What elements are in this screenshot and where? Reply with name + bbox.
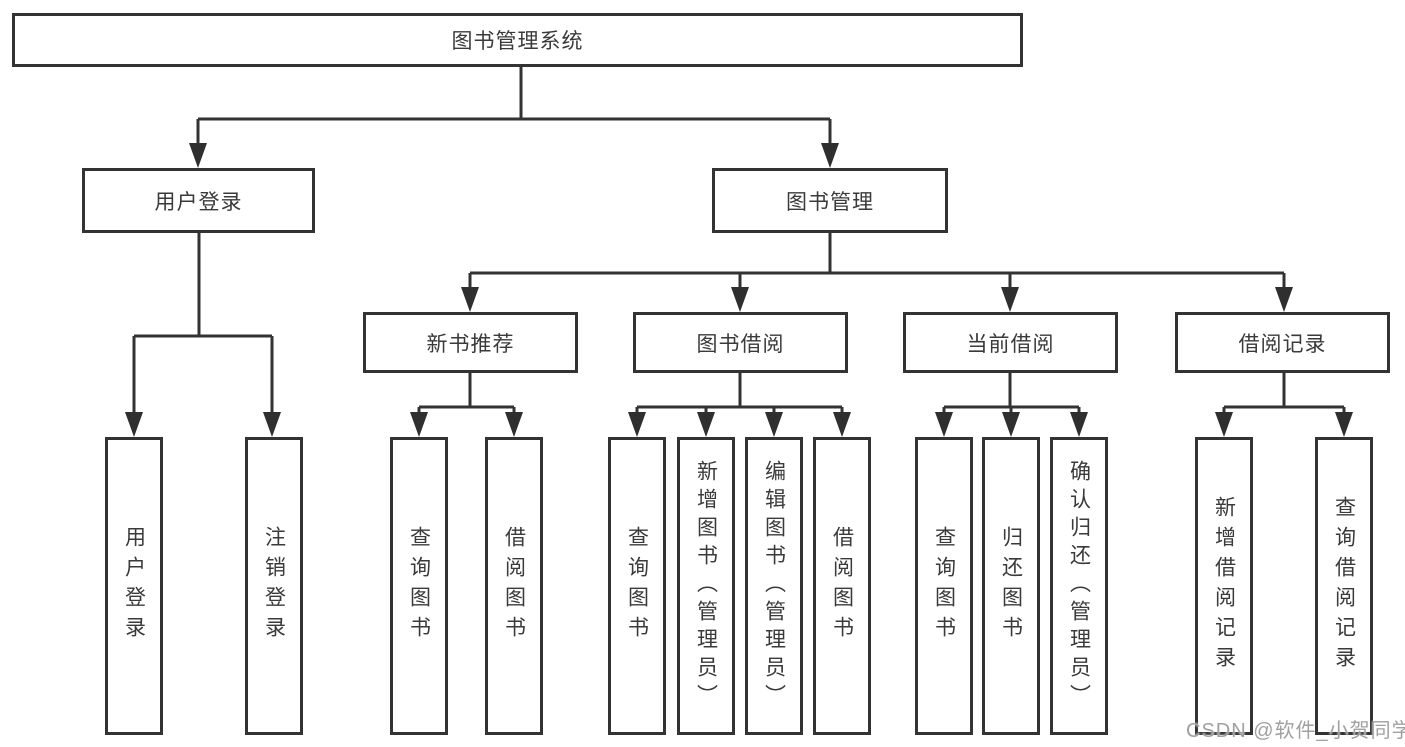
edge-root: [196, 67, 832, 144]
edge-user-login: [132, 233, 274, 413]
leaf-edit-book-admin-label: 编辑图书（管理员）: [762, 460, 786, 712]
arrowhead: [1070, 412, 1088, 437]
edge-current-borrow: [942, 373, 1081, 413]
leaf-recommend-borrow-books-label: 借阅图书: [502, 526, 526, 646]
edge-book-management: [468, 233, 1286, 288]
node-book-management-label: 图书管理: [786, 190, 874, 214]
arrowhead: [125, 412, 143, 437]
leaf-user-login-label: 用户登录: [122, 526, 146, 646]
arrowhead: [1001, 287, 1019, 312]
leaf-confirm-return-admin: 确认归还（管理员）: [1050, 437, 1108, 735]
leaf-return-books: 归还图书: [982, 437, 1040, 735]
arrowhead: [765, 412, 783, 437]
node-user-login-label: 用户登录: [154, 190, 243, 214]
arrowhead: [833, 412, 851, 437]
arrowhead: [189, 143, 207, 168]
leaf-logout-label: 注销登录: [262, 526, 286, 646]
leaf-add-book-admin: 新增图书（管理员）: [677, 437, 735, 735]
leaf-query-borrow-record: 查询借阅记录: [1315, 437, 1373, 735]
arrowhead: [461, 287, 479, 312]
leaf-add-book-admin-label: 新增图书（管理员）: [694, 460, 718, 712]
arrowhead: [628, 412, 646, 437]
arrowhead: [1335, 412, 1353, 437]
node-borrow-records: 借阅记录: [1175, 312, 1390, 373]
leaf-borrow-query-books: 查询图书: [608, 437, 666, 735]
leaf-current-query-books: 查询图书: [915, 437, 973, 735]
leaf-borrow-books: 借阅图书: [813, 437, 871, 735]
leaf-current-query-books-label: 查询图书: [932, 526, 956, 646]
leaf-query-borrow-record-label: 查询借阅记录: [1332, 496, 1356, 676]
arrowhead: [1215, 412, 1233, 437]
leaf-recommend-query-books: 查询图书: [390, 437, 448, 735]
leaf-user-login: 用户登录: [105, 437, 163, 735]
node-root-label: 图书管理系统: [451, 30, 584, 53]
arrowhead: [731, 287, 749, 312]
leaf-recommend-borrow-books: 借阅图书: [485, 437, 543, 735]
node-book-management: 图书管理: [712, 168, 948, 233]
edge-borrow-records: [1222, 373, 1346, 413]
leaf-borrow-books-label: 借阅图书: [830, 526, 854, 646]
edge-new-book-recommend: [417, 373, 516, 413]
arrowhead: [935, 412, 953, 437]
node-new-book-recommend: 新书推荐: [363, 312, 578, 373]
leaf-confirm-return-admin-label: 确认归还（管理员）: [1067, 460, 1091, 712]
node-new-book-recommend-label: 新书推荐: [426, 332, 515, 356]
leaf-borrow-query-books-label: 查询图书: [625, 526, 649, 646]
node-book-borrow-label: 图书借阅: [696, 332, 785, 356]
node-user-login: 用户登录: [82, 168, 315, 233]
arrowhead: [410, 412, 428, 437]
leaf-add-borrow-record-label: 新增借阅记录: [1212, 496, 1236, 676]
arrowhead: [697, 412, 715, 437]
arrowhead: [1275, 287, 1293, 312]
node-borrow-records-label: 借阅记录: [1238, 332, 1327, 356]
node-current-borrow: 当前借阅: [903, 312, 1118, 373]
arrowhead: [505, 412, 523, 437]
leaf-logout: 注销登录: [245, 437, 303, 735]
arrowhead: [1002, 412, 1020, 437]
leaf-edit-book-admin: 编辑图书（管理员）: [745, 437, 803, 735]
csdn-watermark: CSDN @软件_小贺同学: [1186, 720, 1405, 742]
arrowhead: [821, 143, 839, 168]
edge-book-borrow: [635, 373, 844, 413]
node-book-borrow: 图书借阅: [633, 312, 848, 373]
leaf-return-books-label: 归还图书: [999, 526, 1023, 646]
arrowhead: [263, 412, 281, 437]
node-root: 图书管理系统: [12, 13, 1023, 67]
node-current-borrow-label: 当前借阅: [966, 332, 1055, 356]
leaf-add-borrow-record: 新增借阅记录: [1195, 437, 1253, 735]
leaf-recommend-query-books-label: 查询图书: [407, 526, 431, 646]
